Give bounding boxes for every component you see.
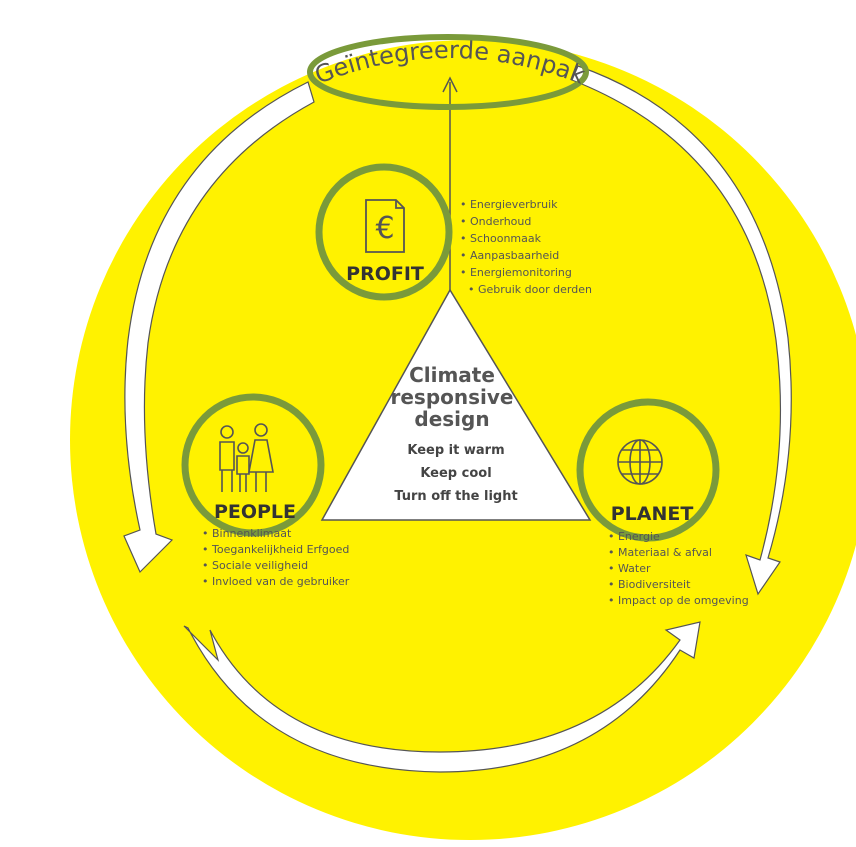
list-item: • Binnenklimaat [202,527,292,540]
people-label: PEOPLE [214,501,296,523]
title-ellipse [307,34,589,110]
document-euro-icon [365,199,405,253]
left-cycle-arrow [123,81,315,574]
list-item: • Toegankelijkheid Erfgoed [202,543,349,556]
list-item: • Energiemonitoring [460,266,572,279]
list-item: • Materiaal & afval [608,546,712,559]
people-list: • Binnenklimaat • Toegankelijkheid Erfgo… [202,527,350,588]
profit-label: PROFIT [346,263,424,285]
bottom-cycle-arrow [183,621,701,773]
list-item: • Energieverbruik [460,198,558,211]
right-cycle-arrow [571,65,792,596]
list-item: • Energie [608,530,660,543]
list-item: • Invloed van de gebruiker [202,575,350,588]
list-item: • Schoonmaak [460,232,542,245]
list-item: • Sociale veiligheid [202,559,308,572]
center-heading-1: Climate [409,363,495,387]
profit-node: € PROFIT [315,163,453,301]
up-arrow [442,76,458,290]
list-item: • Water [608,562,651,575]
planet-list: • Energie • Materiaal & afval • Water • … [608,530,749,607]
list-item: • Aanpasbaarheid [460,249,559,262]
list-item: • Biodiversiteit [608,578,691,591]
planet-node: PLANET [576,398,720,542]
center-triangle [320,288,592,521]
center-line-1: Keep it warm [407,443,504,458]
cycle-arrows [123,65,792,773]
people-icon [219,423,274,492]
center-line-2: Keep cool [420,466,491,481]
center-heading-3: design [414,407,489,431]
center-heading-2: responsive [391,385,514,409]
center-line-3: Turn off the light [394,489,517,504]
list-item: • Gebruik door derden [468,283,592,296]
planet-label: PLANET [611,503,694,525]
globe-icon [617,439,663,485]
list-item: • Impact op de omgeving [608,594,749,607]
profit-list: • Energieverbruik • Onderhoud • Schoonma… [460,198,592,296]
euro-symbol: € [375,211,394,246]
center-text: Climate responsive design Keep it warm K… [391,363,518,504]
list-item: • Onderhoud [460,215,531,228]
people-node: PEOPLE [181,393,325,537]
